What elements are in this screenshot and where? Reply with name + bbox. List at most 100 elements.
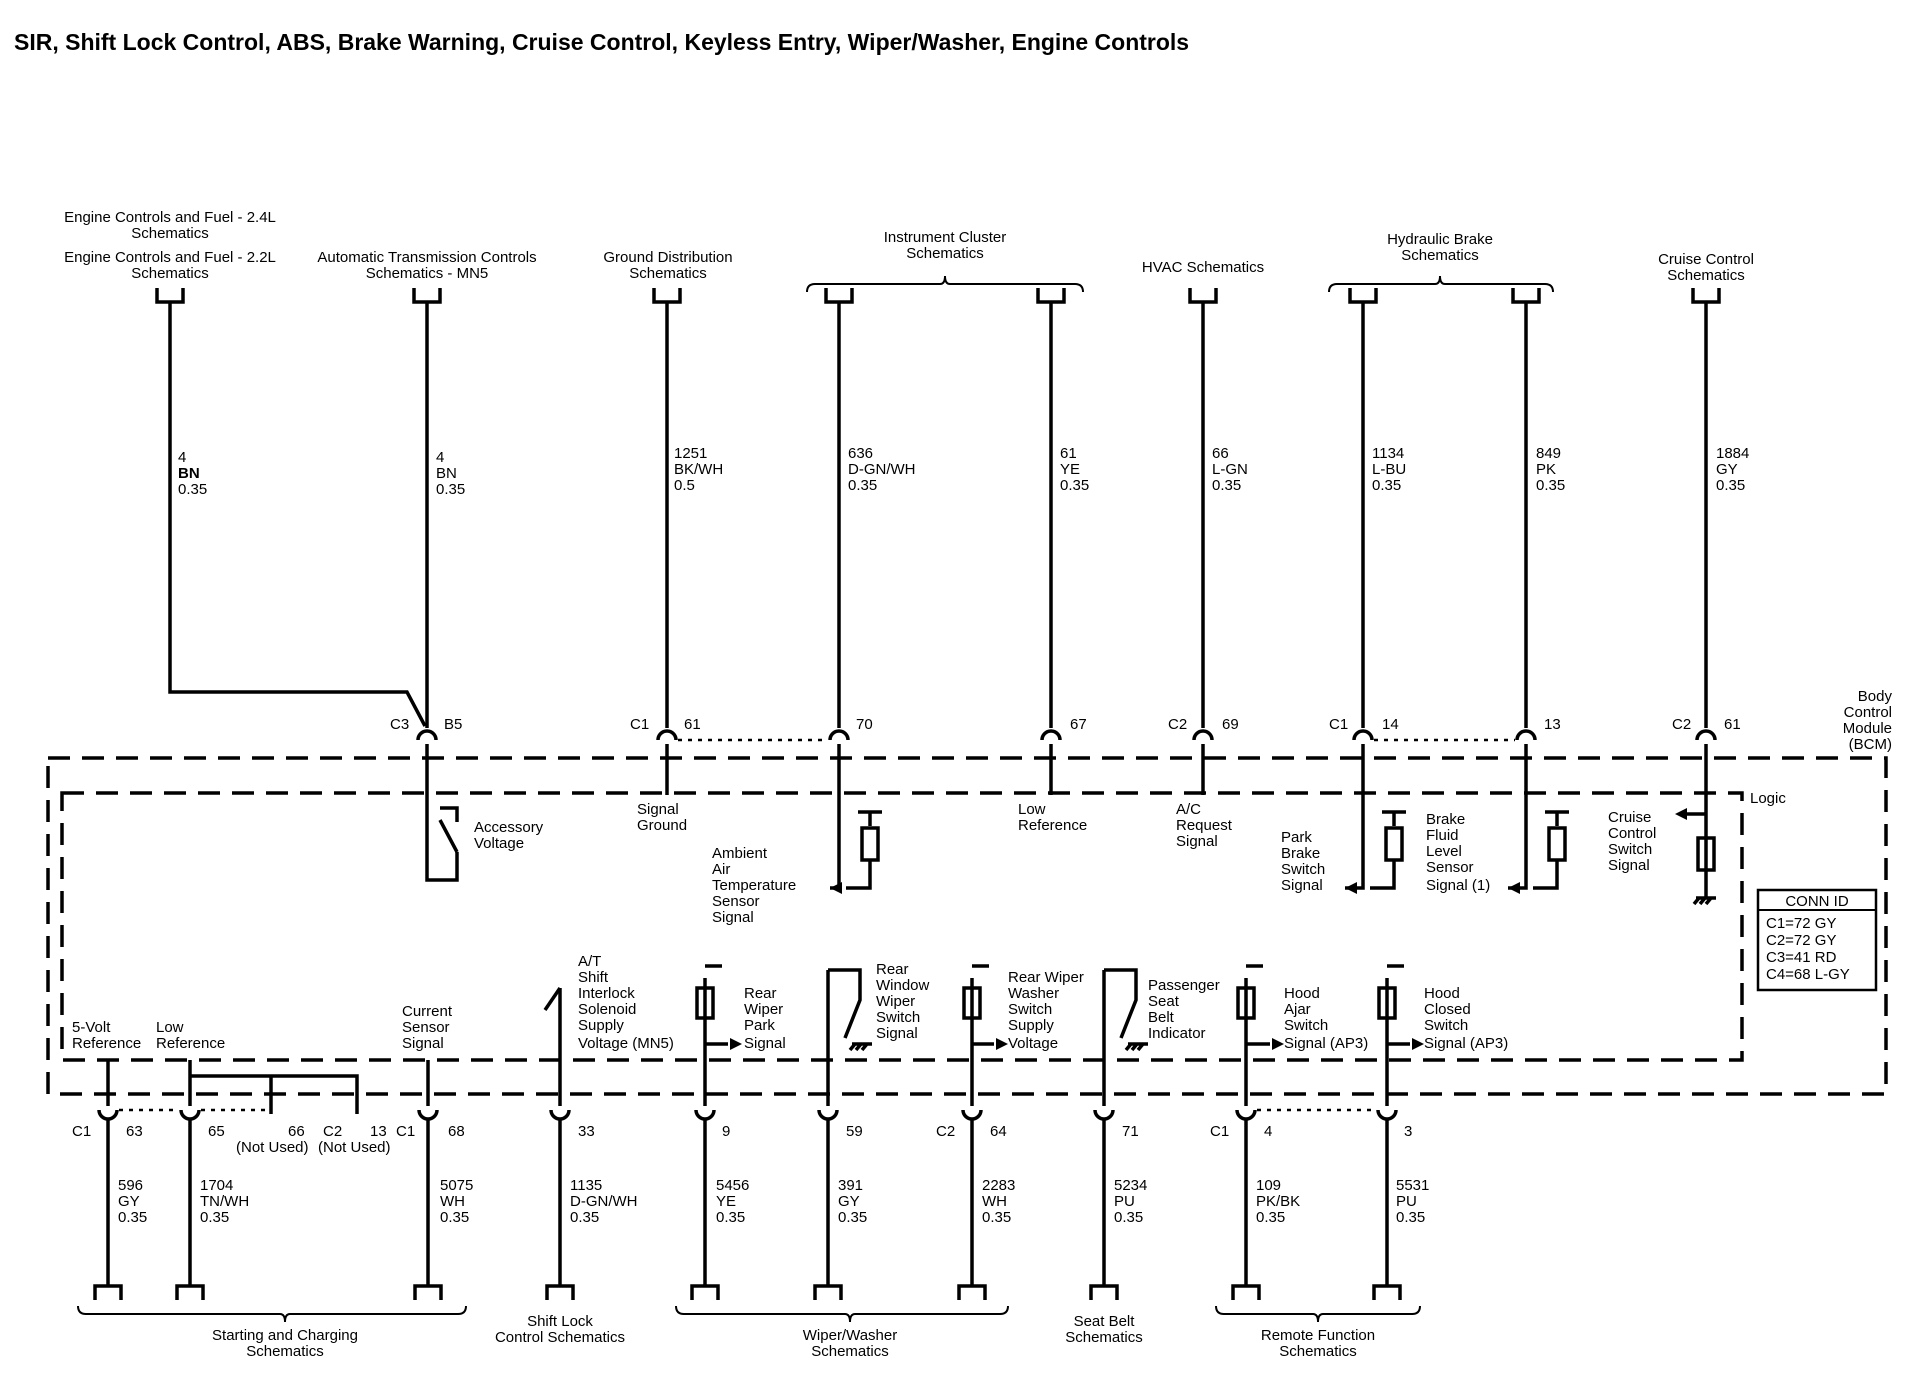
label-line: Switch [1608, 841, 1652, 858]
pin-label: C1 [72, 1123, 91, 1140]
label-line: Signal [744, 1035, 786, 1052]
label-line: Low [1018, 801, 1046, 818]
wire-gauge: 0.5 [674, 477, 695, 494]
wire-color: GY [1716, 461, 1738, 478]
label-line: Signal [1176, 833, 1218, 850]
ref-line: Schematics [811, 1343, 889, 1360]
circuit-number: 4 [178, 449, 186, 466]
ref-line: Engine Controls and Fuel - 2.2L [64, 249, 276, 266]
wire-gauge: 0.35 [848, 477, 877, 494]
label-line: Signal [402, 1035, 444, 1052]
label-rear-window-wiper: Rear Window Wiper Switch Signal [876, 961, 930, 1042]
bottom-wire-label-8: 5234 PU 0.35 [1114, 1177, 1147, 1226]
label-rear-wiper-washer: Rear Wiper Washer Switch Supply Voltage [1008, 969, 1084, 1052]
module-line: Body [1858, 688, 1893, 705]
circuit-number: 5456 [716, 1177, 749, 1194]
label-line: Reference [156, 1035, 225, 1052]
wire-color: L-BU [1372, 461, 1406, 478]
ref-line: Engine Controls and Fuel - 2.4L [64, 209, 276, 226]
label-shift-interlock: A/T Shift Interlock Solenoid Supply Volt… [578, 953, 674, 1052]
pin-label: 3 [1404, 1123, 1412, 1140]
top-wire-label-6: 66 L-GN 0.35 [1212, 445, 1248, 494]
label-ambient-air: Ambient Air Temperature Sensor Signal [712, 845, 796, 926]
module-line: (BCM) [1849, 736, 1892, 753]
ref-line: Remote Function [1261, 1327, 1375, 1344]
ref-line: Schematics [131, 265, 209, 282]
label-line: Rear Wiper [1008, 969, 1084, 986]
label-line: Low [156, 1019, 184, 1036]
label-line: Closed [1424, 1001, 1471, 1018]
label-line: Sensor [402, 1019, 450, 1036]
circuit-number: 1135 [570, 1177, 602, 1194]
label-line: A/C [1176, 801, 1201, 818]
pin-label: B5 [444, 716, 462, 733]
pin-label: C2 [323, 1123, 342, 1140]
pin-label: 68 [448, 1123, 465, 1140]
top-ref-brackets [806, 275, 1554, 293]
pin-label: 9 [722, 1123, 730, 1140]
bottom-wire-label-4: 1135 D-GN/WH 0.35 [570, 1177, 638, 1226]
pin-label: 71 [1122, 1123, 1139, 1140]
top-wires [168, 302, 1708, 728]
label-line: Signal [1281, 877, 1323, 894]
pin-label: 65 [208, 1123, 225, 1140]
label-line: Park [744, 1017, 775, 1034]
label-line: Hood [1284, 985, 1320, 1002]
inner-bottom-circuits [106, 964, 1410, 1114]
top-wire-label-8: 849 PK 0.35 [1536, 445, 1565, 494]
pin-label: 64 [990, 1123, 1007, 1140]
wire-gauge: 0.35 [1256, 1209, 1285, 1226]
wire-color: D-GN/WH [848, 461, 916, 478]
label-low-reference-top: Low Reference [1018, 801, 1087, 834]
bottom-wire-label-6: 391 GY 0.35 [838, 1177, 867, 1226]
wire-color: WH [982, 1193, 1007, 1210]
ref-line: Schematics [906, 245, 984, 262]
wire-color: L-GN [1212, 461, 1248, 478]
pin-label: 14 [1382, 716, 1399, 733]
label-line: Signal (AP3) [1424, 1035, 1508, 1052]
wire-gauge: 0.35 [436, 481, 465, 498]
wire-gauge: 0.35 [178, 481, 207, 498]
label-line: Ambient [712, 845, 768, 862]
top-ref-ground: Ground Distribution Schematics [603, 249, 732, 282]
label-current-sensor: Current Sensor Signal [402, 1003, 453, 1052]
label-line: Window [876, 977, 930, 994]
label-line: Brake [1281, 845, 1320, 862]
pin-label: 33 [578, 1123, 595, 1140]
label-cruise-switch: Cruise Control Switch Signal [1608, 809, 1656, 874]
label-line: Sensor [712, 893, 760, 910]
circuit-number: 1704 [200, 1177, 233, 1194]
label-line: Signal (1) [1426, 877, 1490, 894]
label-signal-ground: Signal Ground [637, 801, 687, 834]
wire-color: YE [716, 1193, 736, 1210]
label-line: Signal [876, 1025, 918, 1042]
label-line: Voltage [474, 835, 524, 852]
circuit-number: 5075 [440, 1177, 473, 1194]
top-pin-arcs [416, 729, 1717, 742]
top-wire-label-5: 61 YE 0.35 [1060, 445, 1089, 494]
wire-gauge: 0.35 [200, 1209, 229, 1226]
label-line: Accessory [474, 819, 544, 836]
wire-gauge: 0.35 [1372, 477, 1401, 494]
label-line: Ajar [1284, 1001, 1311, 1018]
pin-label: 67 [1070, 716, 1087, 733]
label-line: Reference [72, 1035, 141, 1052]
label-line: Wiper [876, 993, 915, 1010]
bottom-ref-shift-lock: Shift Lock Control Schematics [495, 1313, 625, 1346]
label-park-brake: Park Brake Switch Signal [1281, 829, 1325, 894]
label-line: Switch [1424, 1017, 1468, 1034]
ref-line: Schematics [1401, 247, 1479, 264]
circuit-number: 636 [848, 445, 873, 462]
bottom-wire-label-9: 109 PK/BK 0.35 [1256, 1177, 1300, 1226]
wire-gauge: 0.35 [440, 1209, 469, 1226]
label-5-volt-reference: 5-Volt Reference [72, 1019, 141, 1052]
label-line: Washer [1008, 985, 1059, 1002]
circuit-number: 5531 [1396, 1177, 1429, 1194]
top-wire-label-1: 4 BN 0.35 [178, 449, 207, 498]
wire-gauge: 0.35 [1396, 1209, 1425, 1226]
bottom-wire-label-7: 2283 WH 0.35 [982, 1177, 1015, 1226]
circuit-number: 66 [1212, 445, 1229, 462]
label-line: Cruise [1608, 809, 1651, 826]
ref-line: Starting and Charging [212, 1327, 358, 1344]
bottom-connector-sockets [93, 1284, 1402, 1300]
